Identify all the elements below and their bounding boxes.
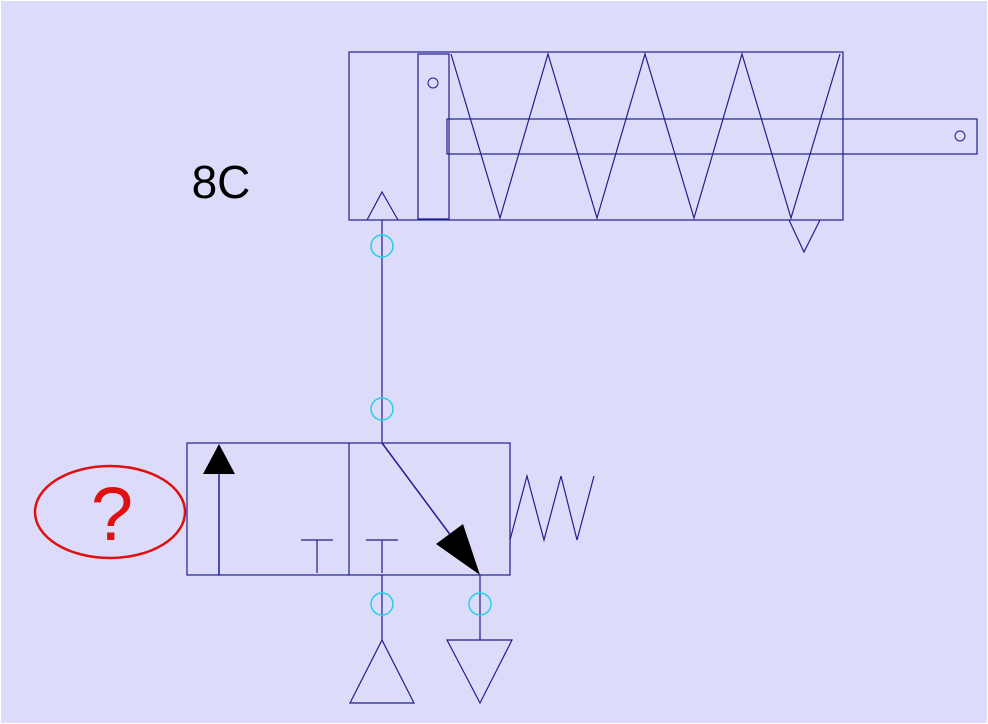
flow-up-arrow-icon [203,444,235,474]
cylinder-vent-port-icon [788,219,821,254]
piston-pivot-icon [427,77,439,89]
unknown-actuator-mark: ? [91,472,133,557]
cylinder-piston [417,53,450,220]
valve-output-port[interactable] [370,397,394,421]
cylinder-spring-icon [450,51,841,221]
pressure-source-icon [349,638,415,704]
rod-end-pivot-icon [954,130,966,142]
piston-rod[interactable] [446,118,978,155]
diagonal-flow-arrow-icon [436,524,480,575]
cylinder-barrel [348,51,844,221]
exhaust-icon [446,639,513,705]
return-spring-icon [509,473,595,543]
single-acting-cylinder[interactable] [348,51,978,254]
valve-pressure-port[interactable] [370,592,394,616]
cylinder-inlet-port-icon [366,190,399,221]
valve-exhaust-port[interactable] [468,592,492,616]
unknown-actuator-highlight[interactable] [33,464,187,560]
three-two-way-valve[interactable] [186,442,511,576]
cylinder-label: 8C [192,156,251,208]
cylinder-connection-port[interactable] [370,234,394,258]
